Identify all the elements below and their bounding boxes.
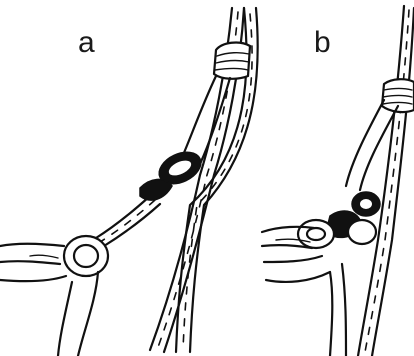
panel-a-top-wrap-knot xyxy=(214,43,250,79)
panel-a: a xyxy=(0,8,258,356)
panel-b-main-rope xyxy=(358,6,414,356)
panel-b-hand xyxy=(262,227,346,356)
panel-a-label: a xyxy=(78,26,95,59)
panel-b-label: b xyxy=(314,26,331,59)
panel-a-prusik-loop xyxy=(96,76,230,246)
panel-b: b xyxy=(262,6,414,356)
panel-a-carabiner xyxy=(64,236,108,276)
